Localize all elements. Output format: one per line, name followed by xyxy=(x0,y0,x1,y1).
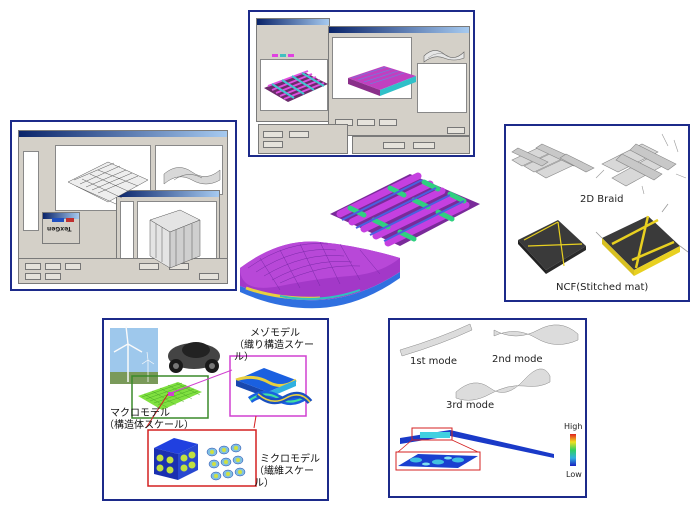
toolbar-button[interactable] xyxy=(383,142,405,149)
mode-shape-graphics xyxy=(395,323,579,471)
toolbar-button[interactable] xyxy=(199,273,219,280)
viewport-3d-right xyxy=(155,145,223,195)
micro-model-title: ミクロモデル xyxy=(260,454,320,465)
toolbar-button[interactable] xyxy=(289,131,309,138)
mode-3-label: 3rd mode xyxy=(446,400,495,411)
braid-label: 2D Braid xyxy=(580,194,624,205)
ncf-label: NCF(Stitched mat) xyxy=(556,282,649,293)
multiscale-graphics xyxy=(110,325,313,487)
toolbar-button[interactable] xyxy=(45,263,61,270)
braid-graphics xyxy=(511,133,688,276)
toolbar-button[interactable] xyxy=(263,131,283,138)
ok-button[interactable] xyxy=(447,127,465,134)
fe-woven-models xyxy=(240,172,480,309)
multiscale-panel: メゾモデル （織り構造スケール） マクロモデル （構造体スケール） ミクロモデル… xyxy=(102,318,329,501)
woven-preview-graphics xyxy=(264,50,465,102)
toolbar-button[interactable] xyxy=(25,273,41,280)
meso-model-title: メゾモデル xyxy=(250,328,300,339)
toolbar-button[interactable] xyxy=(357,119,375,126)
toolbar-button[interactable] xyxy=(25,263,41,270)
legend-low-label: Low xyxy=(566,470,582,479)
toolbar-button[interactable] xyxy=(379,119,397,126)
toolbar-button[interactable] xyxy=(413,142,435,149)
texgen-dialog: TexGen xyxy=(42,212,80,244)
macro-model-subtitle: （構造体スケール） xyxy=(104,420,194,431)
toolbar-button[interactable] xyxy=(45,273,61,280)
options-pane xyxy=(417,63,467,113)
macro-model-title: マクロモデル xyxy=(110,408,170,419)
micro-model-subtitle: （繊維スケール） xyxy=(254,466,314,489)
bottom-toolbar xyxy=(18,258,228,284)
vibration-modes-panel: 1st mode 2nd mode 3rd mode High Low xyxy=(388,318,587,498)
window-titlebar xyxy=(329,27,469,33)
tree-panel xyxy=(23,151,39,231)
app-window-bottom xyxy=(258,124,348,154)
braid-ncf-panel: 2D Braid NCF(Stitched mat) xyxy=(504,124,690,302)
mode-2-label: 2nd mode xyxy=(492,354,543,365)
color-legend-bar xyxy=(570,434,576,466)
toolbar-button[interactable] xyxy=(263,141,283,148)
toolbar-button[interactable] xyxy=(139,263,159,270)
window-titlebar xyxy=(117,191,219,197)
mode-1-label: 1st mode xyxy=(410,356,458,367)
window-titlebar xyxy=(19,131,227,137)
app-window-right-bottom xyxy=(352,136,470,154)
software-screenshot-left: TexGen xyxy=(10,120,237,291)
wireframe-graphics xyxy=(52,161,221,269)
meso-model-subtitle: （織り構造スケール） xyxy=(234,340,314,363)
toolbar-button[interactable] xyxy=(65,263,81,270)
window-titlebar xyxy=(43,213,79,219)
legend-high-label: High xyxy=(564,422,583,431)
software-screenshot-top xyxy=(248,10,475,157)
window-titlebar xyxy=(257,19,329,25)
